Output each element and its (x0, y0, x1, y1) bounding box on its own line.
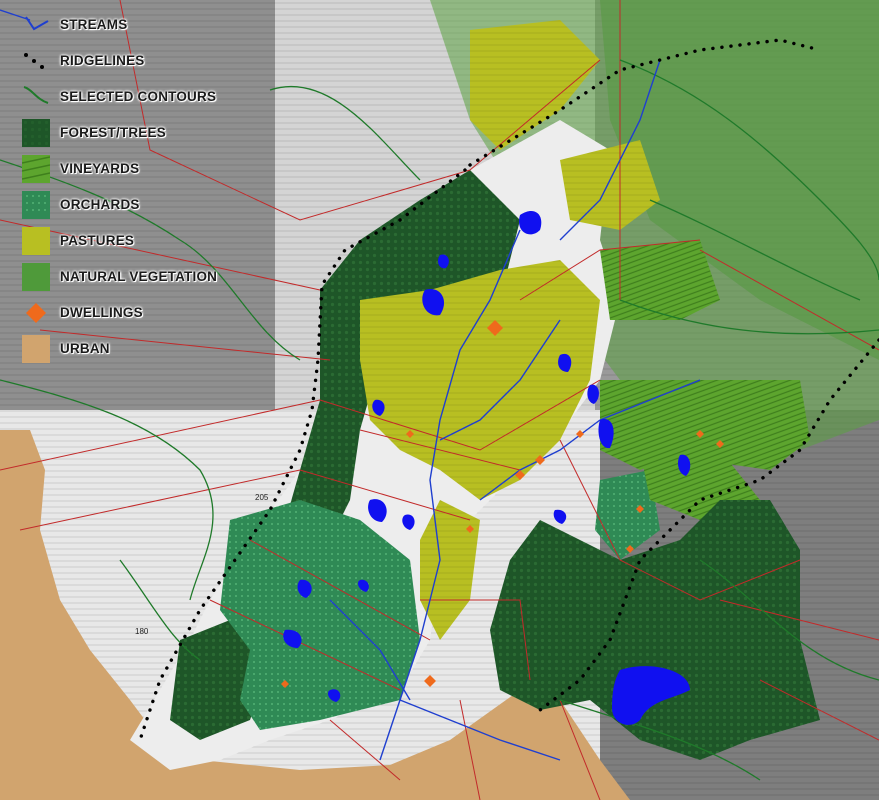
dwellings (281, 320, 724, 688)
legend-label: URBAN (60, 341, 110, 356)
legend-label: ORCHARDS (60, 197, 140, 212)
forest-swatch-icon (22, 119, 50, 147)
legend-label: RIDGELINES (60, 53, 145, 68)
contour-label-205: 205 (255, 493, 269, 502)
legend-item-orchards: ORCHARDS (16, 188, 266, 222)
legend-label: DWELLINGS (60, 305, 143, 320)
contour-line-icon (23, 86, 49, 104)
urban-area (0, 430, 30, 800)
legend-label: PASTURES (60, 233, 135, 248)
vineyard-swatch-icon (22, 155, 50, 183)
urban-area (0, 430, 630, 800)
legend-item-pastures: PASTURES (16, 224, 266, 258)
ridgelines (138, 38, 879, 742)
legend-label: NATURAL VEGETATION (60, 269, 218, 284)
legend-label: VINEYARDS (60, 161, 140, 176)
water-bodies (283, 210, 691, 725)
legend-item-forest-trees: FOREST/TREES (16, 116, 266, 150)
legend-item-dwellings: DWELLINGS (16, 296, 266, 330)
streams (0, 9, 701, 761)
legend-item-natural-vegetation: NATURAL VEGETATION (16, 260, 266, 294)
stream-line-icon (25, 16, 49, 31)
dwelling-diamond-icon (26, 303, 46, 323)
legend-label: STREAMS (60, 17, 128, 32)
legend-item-urban: URBAN (16, 332, 266, 366)
legend-label: FOREST/TREES (60, 125, 166, 140)
contour-label-180: 180 (135, 627, 149, 636)
legend-item-vineyards: VINEYARDS (16, 152, 266, 186)
legend-item-selected-contours: SELECTED CONTOURS (16, 80, 266, 114)
legend-item-ridgelines: RIDGELINES (16, 44, 266, 78)
forest-block (490, 500, 820, 760)
map-legend: STREAMS RIDGELINES SELECTED CONTOURS FOR… (16, 8, 266, 368)
natural-vegetation-swatch-icon (22, 263, 50, 291)
legend-item-streams: STREAMS (16, 8, 266, 42)
selected-contours (0, 59, 879, 781)
orchard-swatch-icon (22, 191, 50, 219)
dotted-line-icon (24, 53, 44, 69)
legend-label: SELECTED CONTOURS (60, 89, 217, 104)
pasture-swatch-icon (22, 227, 50, 255)
urban-swatch-icon (22, 335, 50, 363)
